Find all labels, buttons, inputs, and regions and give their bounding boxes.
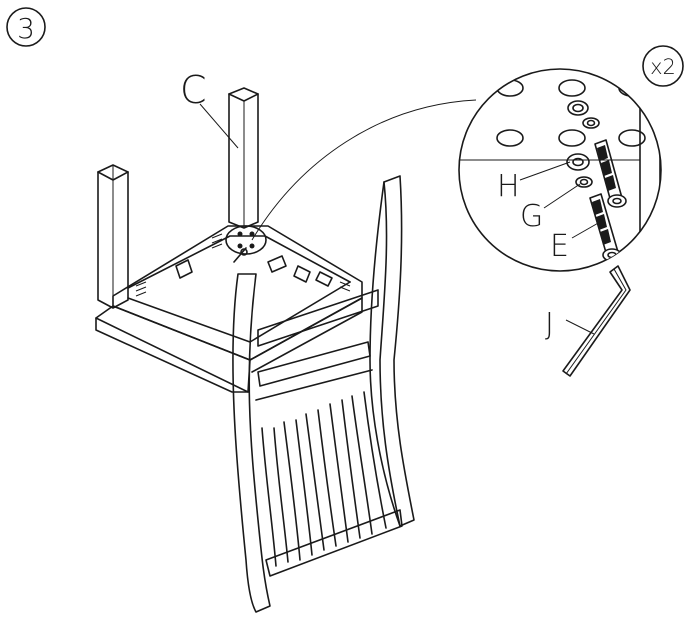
label-e: E <box>550 221 601 264</box>
step-badge: 3 <box>6 7 46 47</box>
quantity-badge: x2 <box>642 45 684 87</box>
chair <box>95 87 415 613</box>
label-g: G <box>520 183 581 234</box>
detail-leader <box>251 99 477 241</box>
chair-leg-left <box>97 164 129 309</box>
step-number: 3 <box>17 12 35 45</box>
seat <box>95 297 363 393</box>
label-c-text: C <box>180 68 207 112</box>
chair-leg-right <box>228 87 259 229</box>
label-j-text: J <box>545 307 554 342</box>
label-h: H <box>497 161 571 204</box>
label-e-text: E <box>550 229 569 264</box>
label-j: J <box>545 307 595 342</box>
label-g-text: G <box>520 199 543 234</box>
label-h-text: H <box>497 169 520 204</box>
label-c: C <box>180 68 239 149</box>
seat-frame <box>112 225 363 361</box>
chair-back <box>232 175 415 613</box>
hex-key <box>562 265 631 377</box>
quantity-text: x2 <box>650 55 676 79</box>
